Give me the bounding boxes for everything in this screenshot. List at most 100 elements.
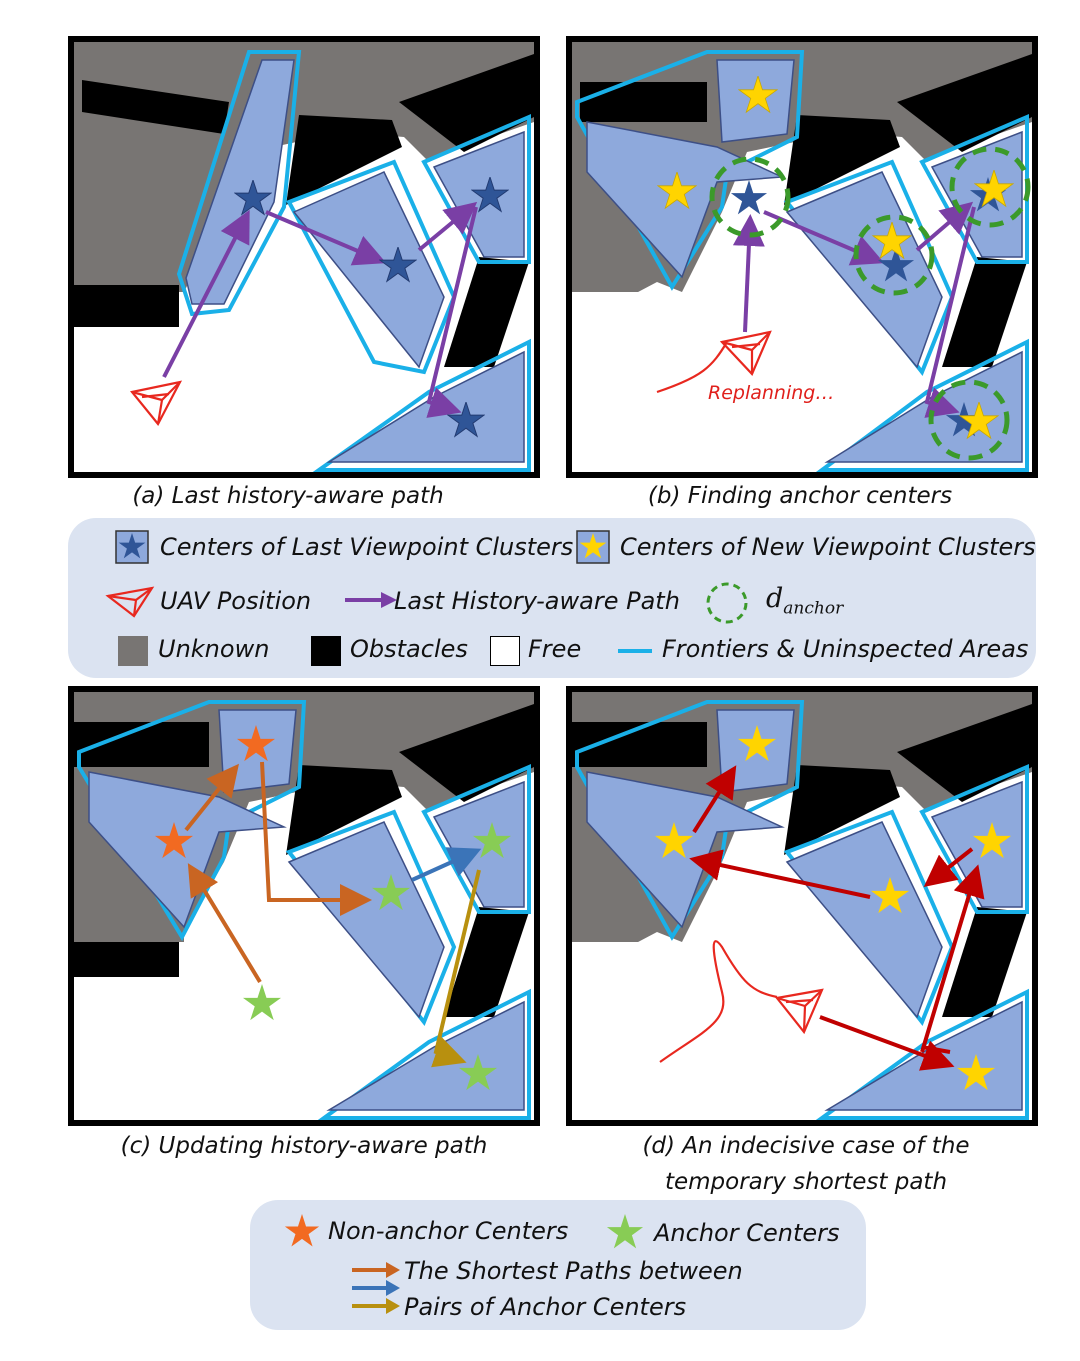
legend-paths-line1: The Shortest Paths between bbox=[404, 1257, 743, 1285]
legend-d-anchor: danchor bbox=[766, 584, 843, 623]
legend-unknown: Unknown bbox=[158, 635, 270, 663]
viewpoint-cluster-region bbox=[432, 780, 525, 908]
temporary-path-arrow bbox=[819, 1015, 955, 1071]
panel-b: Replanning… bbox=[566, 36, 1038, 478]
legend-free: Free bbox=[528, 635, 582, 663]
frontier-line bbox=[176, 50, 302, 317]
panel-d bbox=[566, 686, 1038, 1126]
legend-bottom: Non-anchor Centers Anchor Centers The Sh… bbox=[250, 1200, 866, 1330]
caption-a: (a) Last history-aware path bbox=[132, 483, 444, 509]
uav-icon bbox=[130, 380, 183, 426]
free-space bbox=[572, 772, 1032, 1120]
viewpoint-cluster-region bbox=[785, 821, 943, 1019]
legend-frontiers: Frontiers & Uninspected Areas bbox=[662, 635, 1029, 663]
last-path-arrow bbox=[924, 206, 976, 418]
panel-a-map bbox=[74, 42, 534, 472]
non-anchor-legend-icon bbox=[284, 1214, 320, 1247]
uav-icon bbox=[719, 330, 772, 376]
frontier-line bbox=[77, 700, 307, 942]
caption-c: (c) Updating history-aware path bbox=[120, 1133, 488, 1159]
shortest-path-arrow bbox=[431, 869, 481, 1068]
replanning-label: Replanning… bbox=[708, 382, 835, 404]
frontier-swatch bbox=[618, 649, 652, 653]
shortest-path-arrow bbox=[187, 863, 262, 984]
caption-d-line2: temporary shortest path bbox=[664, 1169, 948, 1195]
d-anchor-symbol: d bbox=[766, 583, 784, 614]
last-path-legend-icon bbox=[345, 592, 397, 608]
legend-anchor: Anchor Centers bbox=[654, 1219, 840, 1247]
temporary-path-arrow bbox=[692, 765, 737, 834]
temporary-path-arrow bbox=[921, 1045, 951, 1054]
last-path-arrow bbox=[417, 201, 478, 252]
last-path-arrow bbox=[162, 209, 250, 378]
viewpoint-cluster-region bbox=[185, 59, 295, 305]
free-swatch bbox=[490, 636, 520, 666]
legend-new-centers: Centers of New Viewpoint Clusters bbox=[620, 533, 1036, 561]
panel-a bbox=[68, 36, 540, 478]
frontier-line bbox=[815, 988, 1029, 1120]
obstacle bbox=[784, 765, 900, 855]
obstacle bbox=[74, 942, 179, 977]
legend-uav: UAV Position bbox=[160, 587, 312, 615]
obstacle bbox=[942, 257, 1027, 367]
caption-d-line1: (d) An indecisive case of the bbox=[642, 1133, 970, 1159]
anchor-radius-circle bbox=[949, 146, 1031, 228]
uav-legend-icon bbox=[105, 586, 155, 618]
temporary-path-arrow bbox=[920, 864, 985, 1053]
obstacle bbox=[74, 285, 179, 327]
obstacle bbox=[444, 257, 529, 367]
shortest-path-legend-icon bbox=[352, 1262, 400, 1314]
panel-c-map bbox=[74, 692, 534, 1120]
uav-trajectory bbox=[659, 940, 778, 1063]
anchor-radius-circle bbox=[709, 156, 791, 238]
panel-c bbox=[68, 686, 540, 1126]
legend-paths-line2: Pairs of Anchor Centers bbox=[404, 1293, 687, 1321]
obstacle bbox=[286, 115, 402, 205]
temporary-path-arrow bbox=[923, 847, 974, 887]
panel-b-map bbox=[572, 42, 1032, 472]
free-space bbox=[74, 122, 534, 472]
last-path-arrow bbox=[426, 206, 478, 418]
anchor-radius-circle bbox=[928, 379, 1010, 461]
frontier-line bbox=[421, 763, 531, 914]
shortest-path-arrow bbox=[184, 763, 239, 832]
obstacle bbox=[572, 722, 707, 767]
frontier-line bbox=[317, 988, 531, 1120]
obstacle-swatch bbox=[311, 636, 341, 666]
frontier-line bbox=[815, 338, 1029, 472]
obstacle bbox=[82, 80, 229, 134]
obstacle bbox=[580, 82, 707, 122]
anchor-radius-circle bbox=[853, 214, 935, 296]
legend-obstacles: Obstacles bbox=[350, 635, 468, 663]
frontier-line bbox=[286, 159, 457, 375]
uav-icon bbox=[774, 988, 824, 1035]
shortest-path-arrow bbox=[411, 847, 482, 882]
obstacle bbox=[74, 722, 209, 767]
shortest-path-arrow bbox=[260, 761, 372, 916]
obstacle bbox=[286, 765, 402, 855]
viewpoint-cluster-region bbox=[785, 171, 943, 369]
last-path-arrow bbox=[732, 214, 765, 333]
legend-last-path: Last History-aware Path bbox=[394, 587, 680, 615]
last-center-legend-icon bbox=[115, 530, 149, 564]
free-space bbox=[74, 772, 534, 1120]
obstacle bbox=[444, 907, 529, 1017]
viewpoint-cluster-region bbox=[287, 821, 445, 1019]
legend-non-anchor: Non-anchor Centers bbox=[328, 1217, 569, 1245]
d-anchor-subscript: anchor bbox=[783, 598, 844, 619]
viewpoint-cluster-region bbox=[292, 171, 445, 369]
legend-top: Centers of Last Viewpoint Clusters Cente… bbox=[68, 518, 1036, 678]
last-path-arrow bbox=[265, 210, 387, 266]
obstacle bbox=[942, 907, 1027, 1017]
frontier-line bbox=[575, 50, 805, 291]
frontier-line bbox=[312, 338, 531, 472]
legend-last-centers: Centers of Last Viewpoint Clusters bbox=[160, 533, 574, 561]
anchor-radius-legend-icon bbox=[706, 582, 748, 624]
temporary-path-arrow bbox=[689, 849, 871, 899]
new-center-legend-icon bbox=[576, 530, 610, 564]
obstacle bbox=[784, 115, 900, 205]
uav-trajectory bbox=[656, 341, 728, 394]
anchor-legend-icon bbox=[606, 1214, 644, 1249]
caption-b: (b) Finding anchor centers bbox=[647, 483, 953, 509]
unknown-swatch bbox=[118, 636, 148, 666]
